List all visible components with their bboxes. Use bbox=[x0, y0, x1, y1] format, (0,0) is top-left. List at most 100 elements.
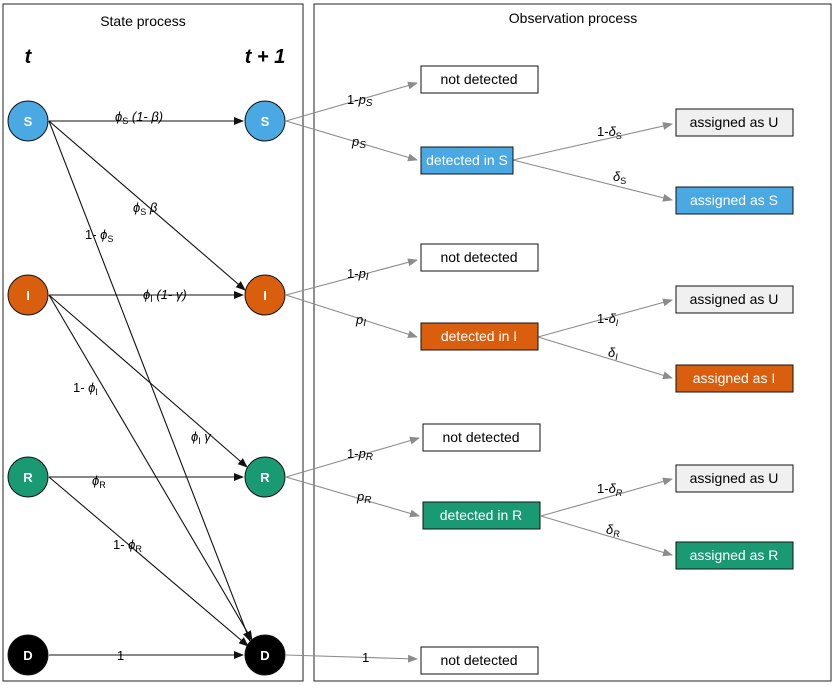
box-d-not-detected: not detected bbox=[420, 646, 539, 675]
box-label: assigned as S bbox=[690, 192, 778, 208]
obs-arrow-i-det bbox=[285, 294, 418, 339]
obs-arrow-i-not bbox=[285, 258, 418, 296]
box-label: assigned as I bbox=[693, 370, 776, 386]
state-node-s-t1: S bbox=[244, 100, 286, 142]
state-node-label: S bbox=[24, 114, 33, 129]
box-frame bbox=[422, 501, 541, 530]
arrow-i-to-r bbox=[48, 294, 248, 468]
label-s-to-d: 1- ϕS bbox=[85, 227, 113, 244]
state-circle-r-t1 bbox=[244, 456, 286, 498]
state-circle-i-t1 bbox=[244, 274, 286, 316]
obs-label-r-r: δR bbox=[606, 522, 620, 539]
state-node-label: D bbox=[260, 648, 269, 663]
obs-arrow-i-u bbox=[537, 298, 673, 338]
time-t-plus-1-label: t + 1 bbox=[245, 46, 286, 68]
state-node-label: S bbox=[261, 114, 270, 129]
obs-label-s-det: pS bbox=[351, 134, 366, 151]
box-frame bbox=[675, 285, 794, 314]
state-node-label: D bbox=[23, 648, 32, 663]
obs-arrow-r-r bbox=[540, 515, 673, 557]
state-node-r-t1: R bbox=[244, 456, 286, 498]
box-r-assigned-u: assigned as U bbox=[675, 464, 794, 493]
label-i-to-i: ϕI (1- γ) bbox=[143, 287, 187, 304]
obs-label-i-i: δI bbox=[608, 345, 618, 362]
box-detected-in-i: detected in I bbox=[420, 322, 539, 351]
box-frame bbox=[420, 322, 539, 351]
obs-arrow-s-not bbox=[285, 81, 418, 122]
box-frame bbox=[422, 423, 541, 452]
arrow-i-to-d bbox=[48, 294, 253, 641]
observation-process-panel bbox=[313, 3, 832, 682]
state-circle-d-t bbox=[7, 634, 49, 676]
state-node-d-t1: D bbox=[244, 634, 286, 676]
box-label: assigned as U bbox=[690, 291, 779, 307]
obs-arrow-i-i bbox=[537, 336, 673, 380]
box-assigned-s: assigned as S bbox=[675, 186, 794, 215]
obs-arrow-r-u bbox=[540, 477, 673, 517]
observation-process-title: Observation process bbox=[509, 10, 637, 26]
box-label: assigned as U bbox=[690, 114, 779, 130]
arrow-s-to-d bbox=[48, 120, 251, 642]
box-label: detected in S bbox=[426, 152, 508, 168]
box-label: not detected bbox=[440, 652, 517, 668]
box-s-not-detected: not detected bbox=[420, 65, 539, 94]
obs-arrow-s-det bbox=[285, 120, 418, 162]
state-node-label: I bbox=[263, 288, 267, 303]
obs-label-s-not: 1-pS bbox=[347, 92, 373, 109]
obs-arrow-d-not bbox=[285, 654, 418, 663]
state-circle-s-t1 bbox=[244, 100, 286, 142]
obs-arrow-s-u bbox=[512, 122, 673, 161]
label-s-to-s: ϕS (1- β) bbox=[115, 109, 163, 126]
box-i-assigned-u: assigned as U bbox=[675, 285, 794, 314]
label-r-to-d: 1- ϕR bbox=[113, 537, 142, 554]
arrow-r-to-d bbox=[48, 476, 249, 647]
state-node-r-t: R bbox=[7, 456, 49, 498]
box-frame bbox=[675, 541, 794, 570]
state-node-d-t: D bbox=[7, 634, 49, 676]
box-label: not detected bbox=[440, 249, 517, 265]
state-node-s-t: S bbox=[7, 100, 49, 142]
box-label: assigned as R bbox=[690, 547, 779, 563]
box-label: assigned as U bbox=[690, 470, 779, 486]
box-label: not detected bbox=[442, 429, 519, 445]
label-i-to-r: ϕI γ bbox=[191, 429, 212, 446]
box-frame bbox=[675, 364, 794, 393]
box-frame bbox=[675, 464, 794, 493]
label-s-to-i: ϕS β bbox=[133, 200, 158, 217]
obs-label-r-det: pR bbox=[356, 489, 371, 506]
state-node-i-t: I bbox=[7, 274, 49, 316]
state-node-label: I bbox=[26, 288, 30, 303]
obs-arrow-r-det bbox=[285, 476, 420, 518]
box-frame bbox=[675, 108, 794, 137]
state-process-title: State process bbox=[100, 13, 186, 29]
box-label: detected in R bbox=[440, 507, 523, 523]
obs-label-i-u: 1-δI bbox=[597, 311, 619, 328]
label-d-to-d: 1 bbox=[117, 648, 124, 663]
box-assigned-i: assigned as I bbox=[675, 364, 794, 393]
state-node-label: R bbox=[260, 470, 270, 485]
obs-arrow-s-s bbox=[512, 159, 673, 202]
state-process-panel bbox=[2, 3, 304, 682]
arrow-s-to-i bbox=[48, 120, 246, 291]
box-frame bbox=[420, 243, 539, 272]
box-frame bbox=[420, 646, 539, 675]
box-r-not-detected: not detected bbox=[422, 423, 541, 452]
state-node-label: R bbox=[23, 470, 33, 485]
box-i-not-detected: not detected bbox=[420, 243, 539, 272]
label-r-to-r: ϕR bbox=[92, 473, 106, 490]
obs-label-s-u: 1-δS bbox=[597, 124, 622, 141]
state-circle-r-t bbox=[7, 456, 49, 498]
obs-label-d-not: 1 bbox=[362, 650, 369, 665]
state-node-i-t1: I bbox=[244, 274, 286, 316]
box-label: not detected bbox=[440, 71, 517, 87]
box-frame bbox=[420, 146, 514, 175]
box-frame bbox=[420, 65, 539, 94]
time-t-label: t bbox=[25, 46, 33, 68]
box-detected-in-r: detected in R bbox=[422, 501, 541, 530]
state-circle-i-t bbox=[7, 274, 49, 316]
obs-label-i-det: pI bbox=[355, 312, 366, 329]
box-assigned-r: assigned as R bbox=[675, 541, 794, 570]
obs-label-s-s: δS bbox=[613, 169, 626, 186]
obs-arrow-r-not bbox=[285, 436, 420, 478]
